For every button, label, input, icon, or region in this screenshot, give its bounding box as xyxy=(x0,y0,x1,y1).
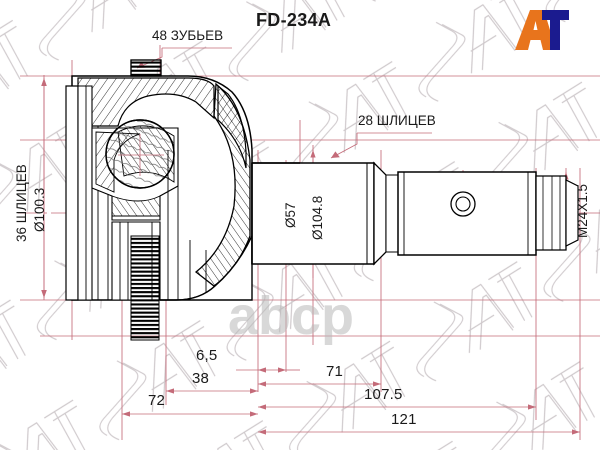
svg-text:abcp: abcp xyxy=(228,286,354,346)
diameter-joint-od: Ø104.8 xyxy=(310,195,325,240)
dimension-121: 121 xyxy=(391,411,417,428)
dimension-72: 72 xyxy=(148,392,166,409)
cv-joint-geometry xyxy=(65,59,579,341)
dimension-6-5: 6,5 xyxy=(196,347,218,364)
dimension-71: 71 xyxy=(326,363,344,380)
part-number: FD-234A xyxy=(256,10,332,30)
callout-28-splines: 28 ШЛИЦЕВ xyxy=(358,113,436,128)
thread-spec: M24X1.5 xyxy=(575,183,590,238)
at-logo xyxy=(515,10,569,50)
callout-36-splines: 36 ШЛИЦЕВ xyxy=(14,164,29,242)
abcp-watermark: abcp xyxy=(228,286,354,346)
callout-48-teeth: 48 ЗУБЬЕВ xyxy=(152,28,224,43)
diameter-hub-od: Ø100.3 xyxy=(32,187,47,232)
dimension-38: 38 xyxy=(192,370,210,387)
dimension-107-5: 107.5 xyxy=(364,386,403,403)
diameter-shaft-step: Ø57 xyxy=(283,202,298,228)
